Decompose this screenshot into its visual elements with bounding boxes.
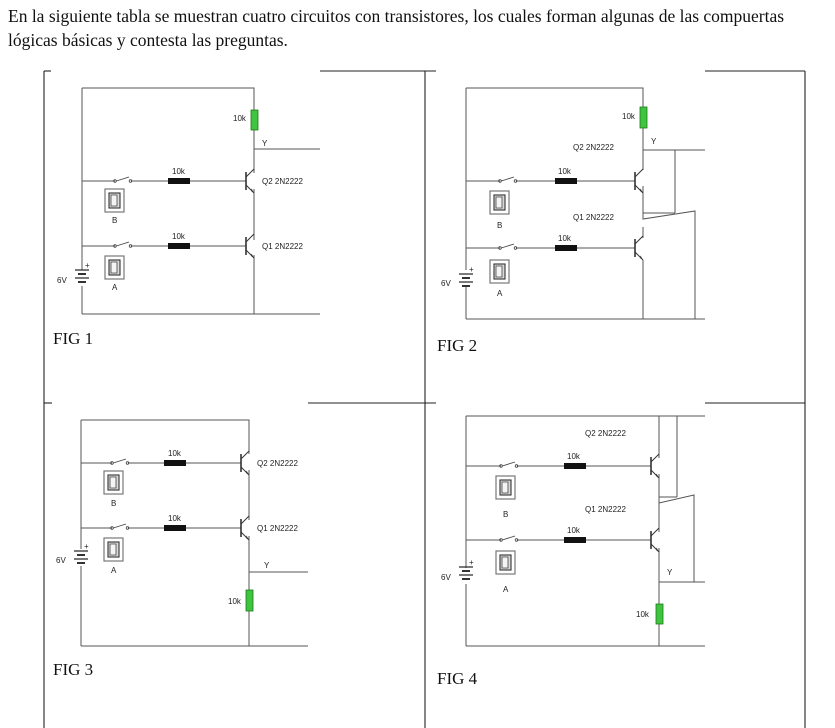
fig2-label-r-top: 10k: [622, 112, 636, 121]
fig1-caption: FIG 1: [53, 329, 93, 348]
fig3-resistor-base-a: [164, 525, 186, 531]
fig4-label-ra: 10k: [567, 526, 581, 535]
fig3-switch-a: [110, 523, 130, 530]
fig1-label-y: Y: [262, 139, 268, 148]
fig2-switch-b: [498, 176, 518, 183]
fig4-label-r-bottom: 10k: [636, 610, 650, 619]
fig2-switch-b-box: [489, 190, 510, 215]
fig2-resistor-base-a: [555, 245, 577, 251]
fig4-switch-a-box: [495, 550, 516, 575]
fig2-transistor-q2: [634, 168, 644, 194]
fig1-switch-a: [113, 241, 133, 248]
fig4-label-b: B: [503, 510, 508, 519]
fig3-label-q1: Q1 2N2222: [257, 524, 298, 533]
fig2-switch-a: [498, 243, 518, 250]
fig3-label-y: Y: [264, 561, 270, 570]
fig4-resistor-base-a: [564, 537, 586, 543]
fig1-resistor-base-b: [168, 178, 190, 184]
fig4-label-q2: Q2 2N2222: [585, 429, 626, 438]
fig3-label-rb: 10k: [168, 449, 182, 458]
fig4-label-rb: 10k: [567, 452, 581, 461]
fig4-caption: FIG 4: [437, 669, 478, 688]
fig2-switch-a-box: [489, 259, 510, 284]
fig4-switch-b: [499, 461, 519, 468]
fig2-resistor-collector: [639, 106, 648, 129]
fig3-label-b: B: [111, 499, 116, 508]
fig1-label-rb: 10k: [172, 167, 186, 176]
fig1-switch-a-box: [104, 255, 125, 280]
fig1-label-b: B: [112, 216, 117, 225]
fig2-transistor-q1: [634, 235, 644, 261]
fig3-label-ra: 10k: [168, 514, 182, 523]
fig3-resistor-base-b: [164, 460, 186, 466]
fig1-switch-b: [113, 176, 133, 183]
fig3-resistor-emitter: [245, 589, 254, 612]
fig4-label-6v: 6V: [441, 573, 451, 582]
intro-paragraph: En la siguiente tabla se muestran cuatro…: [8, 6, 785, 50]
fig3-switch-a-box: [103, 537, 124, 562]
fig4-label-q1: Q1 2N2222: [585, 505, 626, 514]
fig2-label-rb: 10k: [558, 167, 572, 176]
table-borders: [43, 70, 806, 728]
fig1-label-6v: 6V: [57, 276, 67, 285]
fig3-transistor-q1: [240, 515, 250, 541]
fig4-label-a: A: [503, 585, 509, 594]
fig2-label-q1: Q1 2N2222: [573, 213, 614, 222]
fig4-switch-a: [499, 535, 519, 542]
fig4-circuit: Q2 2N2222 Q1 2N2222 10k 10k Y 10k B A 6V…: [437, 415, 705, 688]
fig4-resistor-base-b: [564, 463, 586, 469]
fig1-label-a: A: [112, 283, 118, 292]
fig3-transistor-q2: [240, 450, 250, 476]
fig3-label-r-bottom: 10k: [228, 597, 242, 606]
fig1-resistor-base-a: [168, 243, 190, 249]
fig1-circuit: 10k Y Q2 2N2222 Q1 2N2222 10k 10k B A 6V…: [53, 87, 320, 348]
fig1-resistor-collector: [250, 109, 259, 131]
fig4-switch-b-box: [495, 475, 516, 500]
fig2-resistor-base-b: [555, 178, 577, 184]
fig3-switch-b-box: [103, 470, 124, 495]
fig1-switch-b-box: [104, 188, 125, 213]
fig1-label-q2: Q2 2N2222: [262, 177, 303, 186]
fig1-label-ra: 10k: [172, 232, 186, 241]
fig3-circuit: Q2 2N2222 Q1 2N2222 Y 10k 10k 10k B A 6V…: [53, 419, 308, 679]
fig2-label-a: A: [497, 289, 503, 298]
fig4-transistor-q2: [650, 453, 660, 479]
fig2-label-ra: 10k: [558, 234, 572, 243]
fig2-label-y: Y: [651, 137, 657, 146]
fig3-label-q2: Q2 2N2222: [257, 459, 298, 468]
fig3-caption: FIG 3: [53, 660, 93, 679]
fig2-label-b: B: [497, 221, 502, 230]
fig3-label-6v: 6V: [56, 556, 66, 565]
fig3-switch-b: [110, 458, 130, 465]
fig4-resistor-emitter: [655, 603, 664, 625]
fig1-transistor-q1: [245, 233, 255, 259]
fig1-label-q1: Q1 2N2222: [262, 242, 303, 251]
fig1-transistor-q2: [245, 168, 255, 194]
fig2-caption: FIG 2: [437, 336, 477, 355]
fig1-label-r-top: 10k: [233, 114, 247, 123]
fig2-label-6v: 6V: [441, 279, 451, 288]
fig2-label-q2: Q2 2N2222: [573, 143, 614, 152]
fig2-circuit: 10k Y Q2 2N2222 Q1 2N2222 10k 10k B A 6V…: [437, 87, 705, 355]
fig4-transistor-q1: [650, 527, 660, 553]
fig3-label-a: A: [111, 566, 117, 575]
fig4-label-y: Y: [667, 568, 673, 577]
